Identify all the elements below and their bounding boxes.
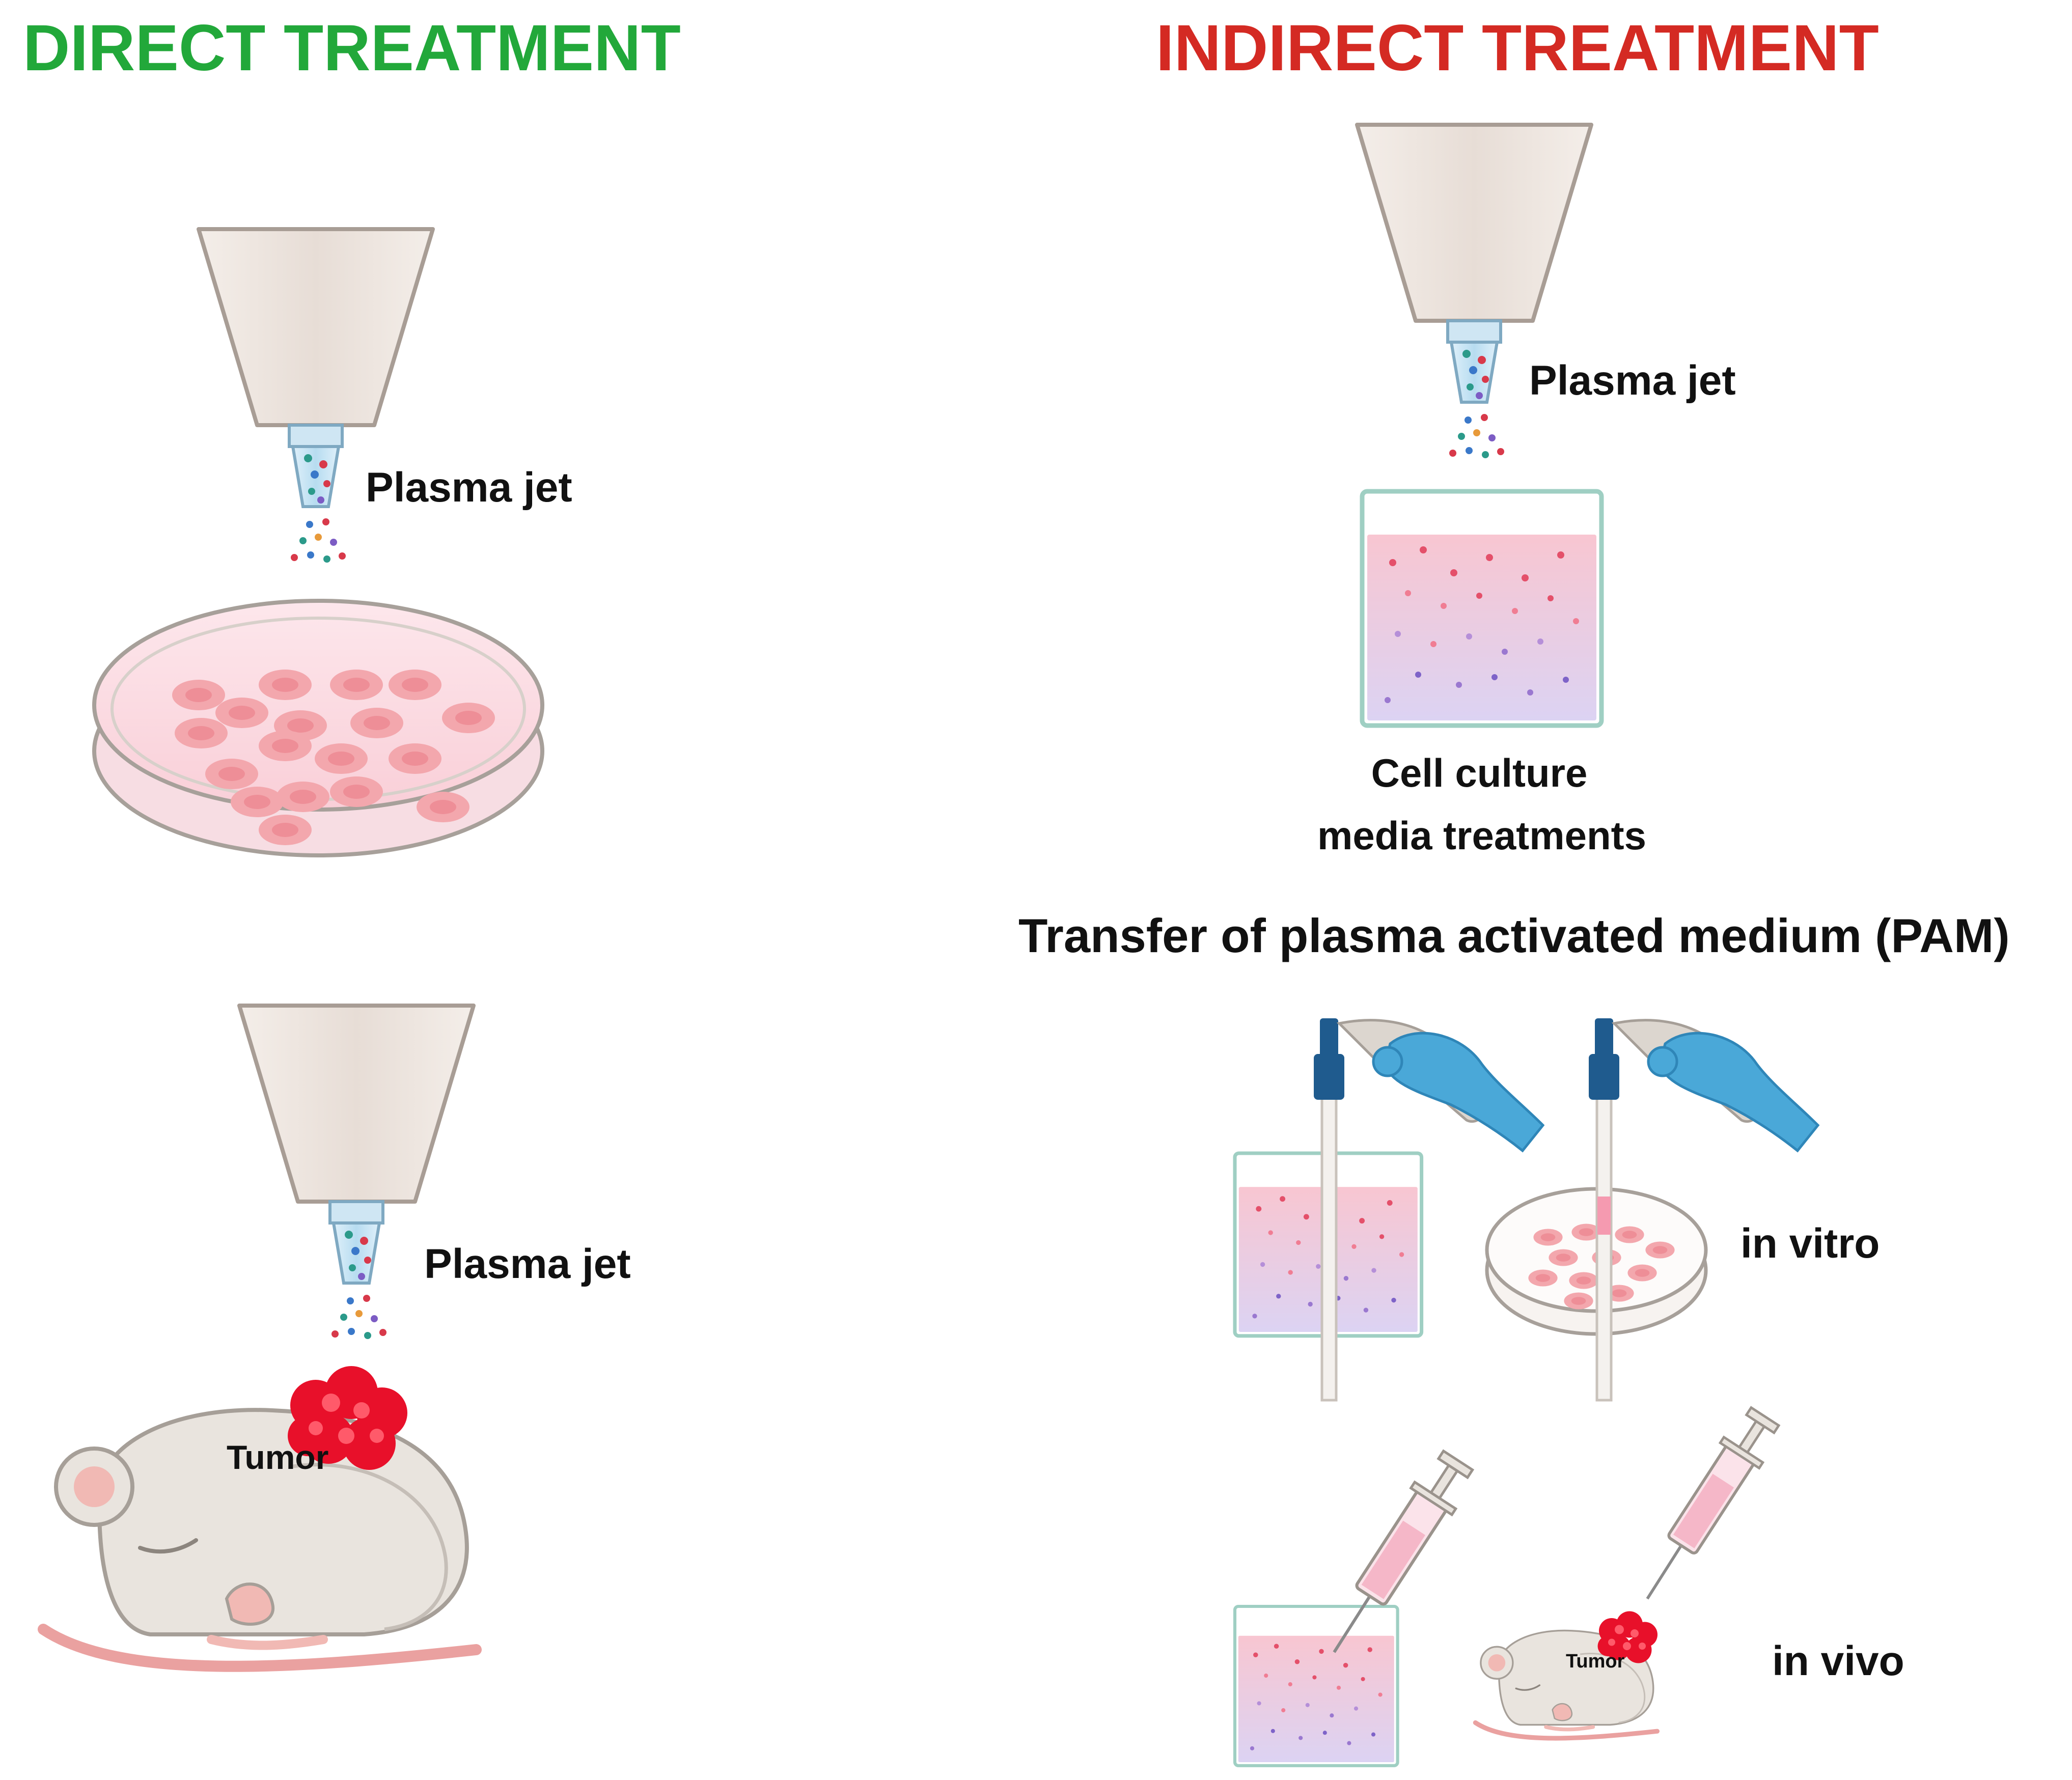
in-vitro-label: in vitro — [1741, 1220, 1880, 1267]
cell-culture-label-line2: media treatments — [1317, 813, 1646, 858]
pam-transfer-heading: Transfer of plasma activated medium (PAM… — [1018, 909, 2010, 962]
plasma-jet-nozzle-indirect — [1357, 125, 1591, 458]
plasma-jet-nozzle-direct-dish — [199, 229, 433, 563]
indirect-treatment-title: INDIRECT TREATMENT — [1156, 12, 1879, 85]
tumor-label-direct: Tumor — [227, 1438, 328, 1476]
plasma-jet-label-direct-mouse: Plasma jet — [424, 1241, 631, 1287]
direct-treatment-title: DIRECT TREATMENT — [23, 12, 681, 85]
syringe-right — [1647, 1404, 1784, 1599]
petri-dish-direct — [92, 599, 544, 857]
plasma-jet-nozzle-direct-mouse — [239, 1006, 474, 1339]
cell-culture-label-line1: Cell culture — [1371, 750, 1588, 795]
cell-culture-beaker — [1362, 491, 1601, 726]
pam-beaker-in-vivo — [1235, 1606, 1398, 1766]
in-vivo-label: in vivo — [1772, 1638, 1904, 1684]
pipette-tip-pink-medium — [1597, 1197, 1611, 1235]
plasma-jet-label-direct-dish: Plasma jet — [366, 464, 572, 511]
plasma-jet-label-indirect: Plasma jet — [1529, 357, 1736, 404]
tumor-label-in-vivo: Tumor — [1566, 1651, 1625, 1672]
